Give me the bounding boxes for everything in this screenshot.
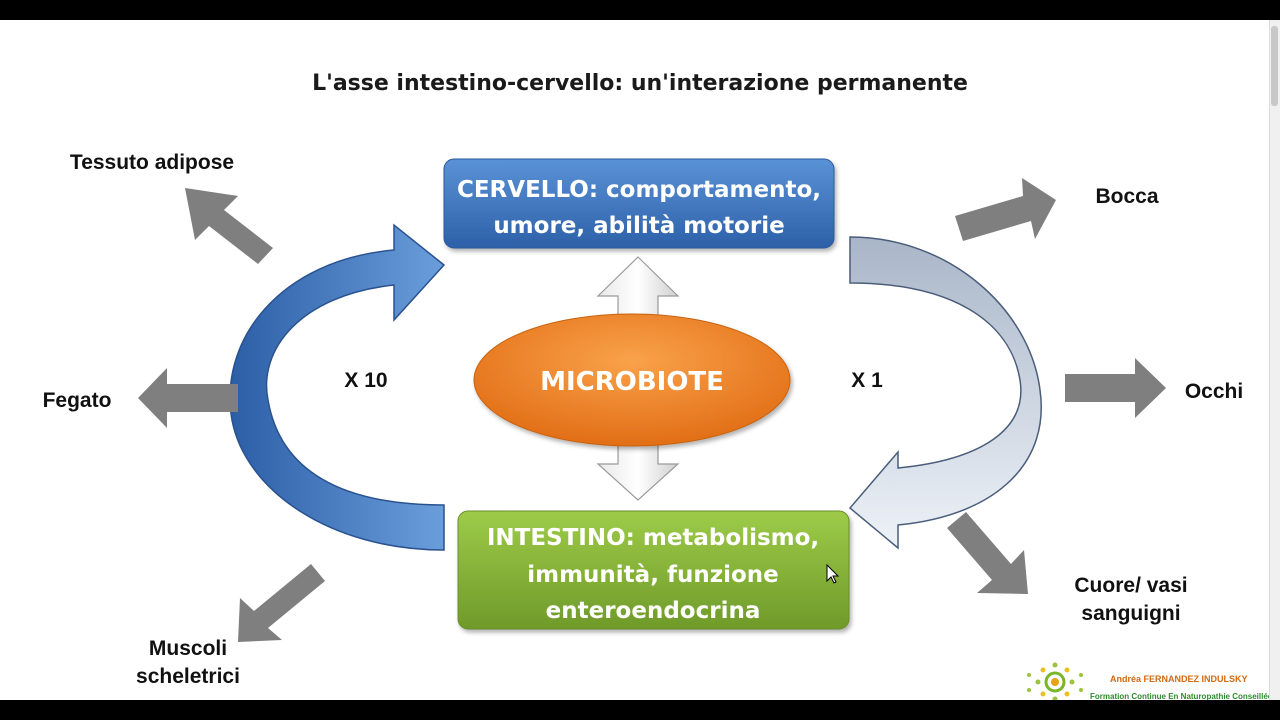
arrow-cuore bbox=[947, 512, 1028, 594]
arrow-fegato bbox=[138, 368, 238, 428]
label-muscoli-line-2: scheletrici bbox=[136, 665, 240, 688]
brain-box bbox=[443, 158, 835, 249]
label-cuore-line-2: sanguigni bbox=[1081, 602, 1180, 625]
vertical-scrollbar[interactable] bbox=[1269, 20, 1280, 700]
arrow-occhi bbox=[1065, 358, 1166, 418]
arrow-bocca bbox=[955, 178, 1056, 241]
page-title: L'asse intestino-cervello: un'interazion… bbox=[312, 71, 968, 96]
label-muscoli-line-1: Muscoli bbox=[149, 637, 227, 660]
label-bocca: Bocca bbox=[1095, 185, 1158, 208]
microbiote-label: MICROBIOTE bbox=[540, 367, 724, 397]
gut-box bbox=[457, 510, 850, 630]
curved-arrow-down-right bbox=[848, 236, 1042, 550]
label-occhi: Occhi bbox=[1185, 380, 1243, 403]
label-fegato: Fegato bbox=[43, 389, 112, 412]
brain-box-line-2: umore, abilità motorie bbox=[493, 213, 784, 239]
diagram: L'asse intestino-cervello: un'interazion… bbox=[43, 71, 1273, 700]
brain-box-line-1: CERVELLO: comportamento, bbox=[457, 177, 821, 203]
slide: L'asse intestino-cervello: un'interazion… bbox=[0, 20, 1280, 700]
ratio-left: X 10 bbox=[344, 369, 387, 392]
ratio-right: X 1 bbox=[851, 369, 883, 392]
gut-box-line-1: INTESTINO: metabolismo, bbox=[487, 525, 819, 551]
logo-icon bbox=[1027, 662, 1083, 700]
curved-arrow-up-left bbox=[229, 223, 446, 551]
logo-subtitle: Formation Continue En Naturopathie Conse… bbox=[1090, 692, 1273, 700]
microbiote-oval bbox=[473, 313, 791, 447]
gut-box-line-3: enteroendocrina bbox=[546, 598, 761, 624]
gut-box-line-2: immunità, funzione bbox=[527, 562, 779, 588]
logo-name: Andréa FERNANDEZ INDULSKY bbox=[1110, 674, 1248, 684]
arrow-tessuto-adipose bbox=[185, 188, 273, 264]
label-tessuto-adipose: Tessuto adipose bbox=[70, 151, 234, 174]
arrow-muscoli bbox=[238, 564, 325, 642]
scrollbar-thumb[interactable] bbox=[1271, 26, 1278, 106]
mouse-cursor-icon bbox=[826, 563, 840, 584]
label-cuore-line-1: Cuore/ vasi bbox=[1074, 574, 1187, 597]
